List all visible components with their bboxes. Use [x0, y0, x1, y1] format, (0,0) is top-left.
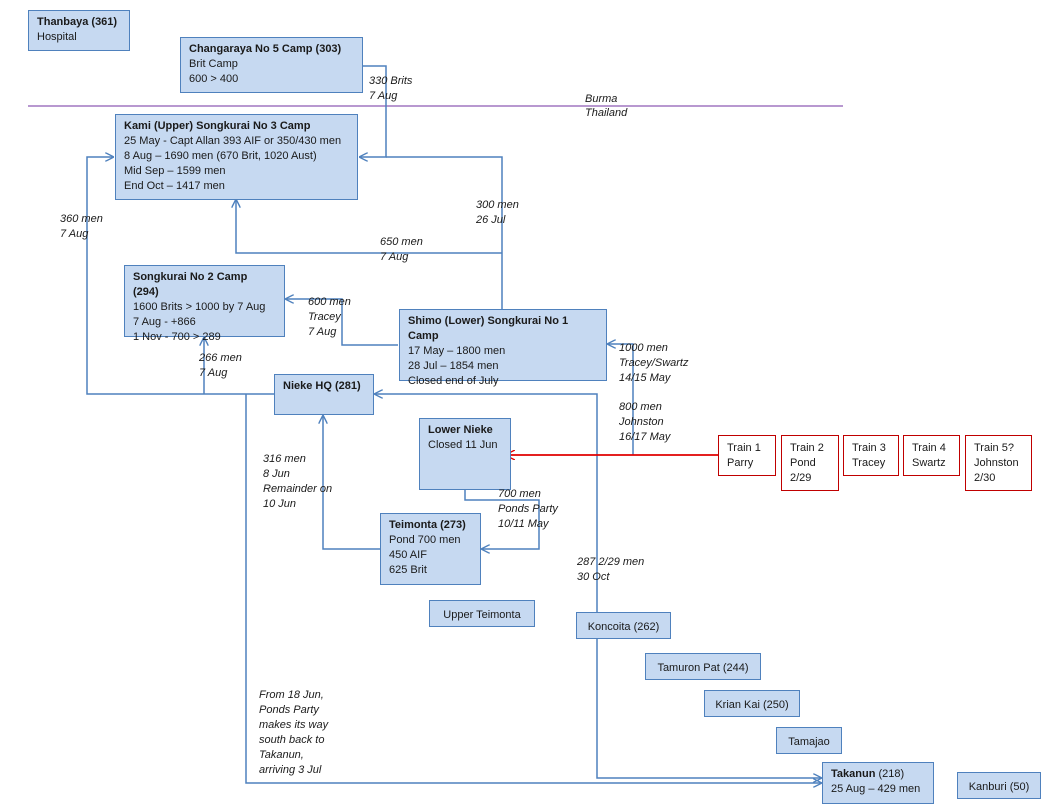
train-3: Train 3 Tracey: [843, 435, 899, 476]
camp-thanbaya: Thanbaya (361) Hospital: [28, 10, 130, 51]
arrow-shimo-to-songkurai2: [286, 299, 398, 346]
camp-title: Takanun: [831, 768, 876, 780]
camp-title: Tamajao: [788, 736, 830, 748]
camp-detail: Hospital: [37, 31, 77, 43]
camp-kami: Kami (Upper) Songkurai No 3 Camp 25 May …: [115, 114, 358, 200]
camp-title: Teimonta (273): [389, 519, 466, 531]
camp-detail: Closed end of July: [408, 375, 499, 387]
camp-detail: 25 Aug – 429 men: [831, 783, 921, 795]
arrow-niekehq-to-takanun: [245, 394, 821, 783]
camp-detail: End Oct – 1417 men: [124, 180, 225, 192]
camp-title: Krian Kai (250): [715, 699, 789, 711]
camp-title: Thanbaya (361): [37, 16, 118, 28]
camp-changaraya: Changaraya No 5 Camp (303) Brit Camp 600…: [180, 37, 363, 93]
camp-songkurai-2: Songkurai No 2 Camp (294) 1600 Brits > 1…: [124, 265, 285, 343]
camp-nieke-hq: Nieke HQ (281): [274, 374, 374, 415]
camp-title: Upper Teimonta: [443, 609, 521, 621]
train-1: Train 1 Parry: [718, 435, 776, 476]
camp-title-line: Takanun (218): [831, 767, 925, 782]
camp-detail: 1600 Brits > 1000 by 7 Aug: [133, 301, 266, 313]
camp-detail: 28 Jul – 1854 men: [408, 360, 499, 372]
camp-title: Lower Nieke: [428, 424, 493, 436]
camp-detail: Mid Sep – 1599 men: [124, 165, 226, 177]
camp-detail: 17 May – 1800 men: [408, 345, 506, 357]
camp-lower-nieke: Lower Nieke Closed 11 Jun: [419, 418, 511, 490]
arrow-koncoita-to-takanun: [596, 637, 821, 778]
camp-detail: Brit Camp: [189, 58, 238, 70]
train-line: 2/29: [790, 472, 812, 484]
camp-detail: 1 Nov - 700 > 289: [133, 331, 221, 343]
camp-detail: 8 Aug – 1690 men (670 Brit, 1020 Aust): [124, 150, 317, 162]
camp-title: Kami (Upper) Songkurai No 3 Camp: [124, 120, 311, 132]
arrow-niekehq-to-kami: [86, 157, 274, 395]
camp-title: Changaraya No 5 Camp (303): [189, 43, 342, 55]
train-line: Tracey: [852, 457, 886, 469]
camp-detail: Closed 11 Jun: [428, 439, 498, 451]
camp-kanburi: Kanburi (50): [957, 772, 1041, 799]
camp-title: Koncoita (262): [587, 621, 660, 633]
camp-detail: 7 Aug - +866: [133, 316, 196, 328]
camp-koncoita: Koncoita (262): [576, 612, 671, 639]
border-label-thailand: Thailand: [585, 107, 628, 119]
arrow-changaraya-to-kami: [360, 65, 387, 157]
arrow-shimo-to-kami-650: [236, 200, 502, 254]
train-line: Train 3: [852, 442, 886, 454]
arrow-teimonta-to-niekehq: [323, 416, 380, 550]
train-line: Train 5?: [974, 442, 1014, 454]
camp-title: Songkurai No 2 Camp (294): [133, 271, 248, 298]
train-line: Train 2: [790, 442, 824, 454]
camp-detail: 600 > 400: [189, 73, 239, 85]
train-line: Swartz: [912, 457, 946, 469]
camp-title: Kanburi (50): [968, 781, 1030, 793]
train-4: Train 4 Swartz: [903, 435, 960, 476]
camp-tamajao: Tamajao: [776, 727, 842, 754]
train-line: Johnston: [974, 457, 1019, 469]
train-line: 2/30: [974, 472, 996, 484]
camp-shimo: Shimo (Lower) Songkurai No 1 Camp 17 May…: [399, 309, 607, 387]
camp-krian-kai: Krian Kai (250): [704, 690, 800, 717]
arrow-trains-to-shimo: [608, 344, 634, 455]
camp-title: Nieke HQ (281): [283, 380, 361, 392]
camp-title: Tamuron Pat (244): [657, 662, 749, 674]
arrow-lowernieke-to-teimonta: [464, 490, 540, 549]
camp-detail: 25 May - Capt Allan 393 AIF or 350/430 m…: [124, 135, 342, 147]
camp-teimonta: Teimonta (273) Pond 700 men 450 AIF 625 …: [380, 513, 481, 585]
train-line: Pond: [790, 457, 816, 469]
border-label-burma: Burma: [585, 93, 618, 105]
camp-detail: 625 Brit: [389, 564, 427, 576]
camp-upper-teimonta: Upper Teimonta: [429, 600, 535, 627]
camp-detail: Pond 700 men: [389, 534, 461, 546]
camp-number: (218): [875, 768, 905, 780]
train-line: Train 4: [912, 442, 946, 454]
train-line: Train 1: [727, 442, 761, 454]
camp-takanun: Takanun (218) 25 Aug – 429 men: [822, 762, 934, 804]
camp-title: Shimo (Lower) Songkurai No 1 Camp: [408, 315, 569, 342]
camp-tamuron-pat: Tamuron Pat (244): [645, 653, 761, 680]
arrow-shimo-to-kami: [386, 156, 503, 309]
arrow-koncoita-to-niekehq: [375, 394, 598, 612]
train-line: Parry: [727, 457, 754, 469]
camp-detail: 450 AIF: [389, 549, 427, 561]
train-5: Train 5? Johnston 2/30: [965, 435, 1032, 491]
train-2: Train 2 Pond 2/29: [781, 435, 839, 491]
